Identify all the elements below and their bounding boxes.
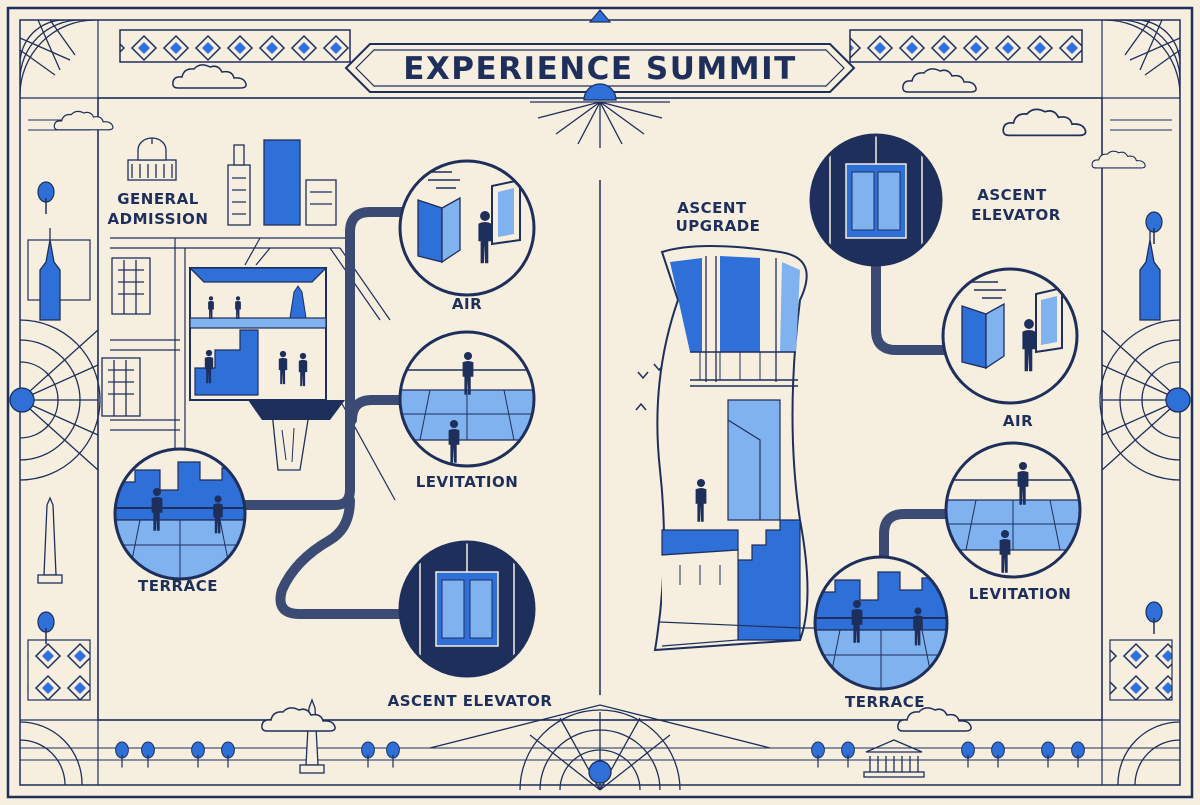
bottom-fan-medallion xyxy=(429,704,771,791)
top-right-diamond-band xyxy=(849,29,1083,63)
skyscraper-icon xyxy=(39,228,61,321)
general-admission-label-line1: GENERAL xyxy=(117,190,199,208)
terrace-label: TERRACE xyxy=(138,577,218,595)
left-fan-medallion xyxy=(9,319,101,481)
right-side-ornaments xyxy=(1109,119,1173,701)
sunburst-icon xyxy=(19,19,96,96)
obelisk-icon xyxy=(37,496,63,584)
levitation-label: LEVITATION xyxy=(416,473,519,491)
right-levitation-label: LEVITATION xyxy=(969,585,1072,603)
air-node[interactable] xyxy=(398,159,536,297)
skyscraper-icon xyxy=(227,139,337,226)
sunburst-icon xyxy=(1104,19,1181,96)
page-title: EXPERIENCE SUMMIT xyxy=(403,51,797,87)
levitation-node[interactable] xyxy=(398,330,536,468)
building-icon xyxy=(101,257,151,417)
top-left-diamond-band xyxy=(119,29,351,63)
ascent-elevator-label: ASCENT ELEVATOR xyxy=(388,692,553,710)
capitol-icon xyxy=(127,137,177,181)
left-side-ornaments xyxy=(27,119,91,701)
sunburst-icon xyxy=(1117,721,1181,786)
museum-icon xyxy=(863,739,925,778)
ascent-upgrade-label-line2: UPGRADE xyxy=(676,217,761,235)
right-levitation-node[interactable] xyxy=(944,441,1082,579)
right-ascent-elevator-node[interactable] xyxy=(809,133,943,267)
right-route xyxy=(871,259,951,565)
right-terrace-label: TERRACE xyxy=(845,693,925,711)
ascent-upgrade-tower xyxy=(653,245,820,652)
terrace-node[interactable] xyxy=(113,447,247,581)
right-terrace-node[interactable] xyxy=(813,555,949,691)
right-ascent-elevator-label-line2: ELEVATOR xyxy=(971,206,1061,224)
ascent-elevator-node[interactable] xyxy=(398,540,536,678)
right-ascent-elevator-label-line1: ASCENT xyxy=(977,186,1047,204)
sunburst-icon xyxy=(530,83,670,148)
ascent-upgrade-label-line1: ASCENT xyxy=(677,199,747,217)
right-air-node[interactable] xyxy=(941,267,1079,405)
air-label: AIR xyxy=(452,295,482,313)
sunburst-icon xyxy=(19,721,83,786)
right-air-label: AIR xyxy=(1003,412,1033,430)
general-admission-building xyxy=(188,267,345,471)
general-admission-label-line2: ADMISSION xyxy=(108,210,209,228)
right-fan-medallion xyxy=(1099,319,1191,481)
title-banner xyxy=(344,9,856,148)
left-route xyxy=(240,207,407,619)
